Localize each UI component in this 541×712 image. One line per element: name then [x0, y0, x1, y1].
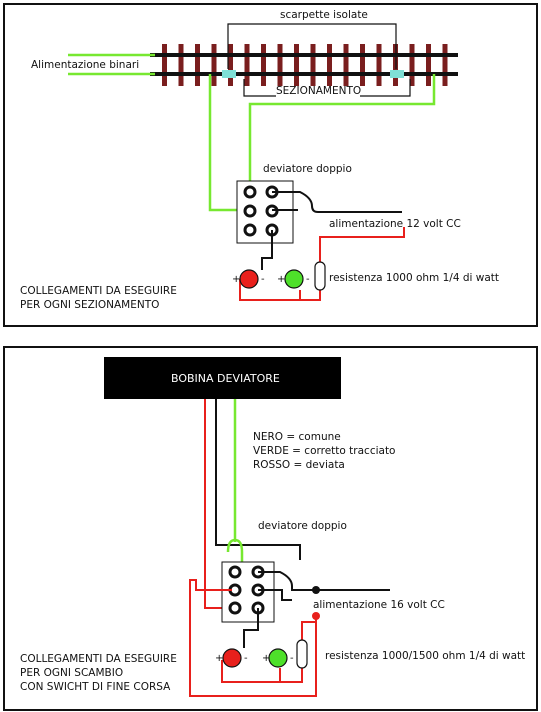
track-sleepers — [162, 44, 448, 86]
sleeper — [228, 44, 233, 86]
panel-sectioning — [3, 3, 538, 327]
wire-red-loop-2 — [189, 579, 317, 697]
section-label: SEZIONAMENTO — [276, 85, 361, 97]
caption-1-line1: COLLEGAMENTI DA ESEGUIRE — [20, 285, 177, 297]
sleeper — [178, 44, 184, 86]
led-green-1 — [284, 269, 304, 289]
insulated-joiners-bracket — [227, 23, 397, 69]
switch-pin — [243, 204, 257, 218]
wire-black-led-1 — [261, 230, 273, 270]
wire-black-power-2 — [258, 571, 390, 591]
sleeper — [360, 44, 365, 86]
caption-2-line2: PER OGNI SCAMBIO — [20, 667, 123, 679]
wire-red-power-1 — [319, 227, 405, 262]
wire-green-coil-bridge — [226, 538, 244, 570]
wire-green-track-left — [208, 74, 242, 212]
sleeper — [211, 44, 217, 86]
sleeper — [162, 44, 167, 86]
wire-red-power-2 — [301, 616, 317, 640]
sleeper — [327, 44, 332, 86]
led-green-plus-2: + — [262, 653, 270, 664]
sleeper — [244, 44, 250, 86]
section-bracket-right — [360, 79, 411, 97]
coil-label: BOBINA DEVIATORE — [171, 372, 280, 385]
caption-1-line2: PER OGNI SEZIONAMENTO — [20, 299, 159, 311]
switch-pin — [243, 223, 257, 237]
sleeper — [409, 44, 415, 86]
switch-pin — [228, 601, 242, 615]
led-red-plus-1: + — [232, 274, 240, 285]
switch-label-1: deviatore doppio — [263, 163, 352, 175]
sleeper — [442, 44, 448, 86]
switch-label-2: deviatore doppio — [258, 520, 347, 532]
sleeper — [294, 44, 299, 86]
sleeper — [277, 44, 283, 86]
sleeper — [343, 44, 349, 86]
insulator-left — [222, 70, 236, 78]
wire-black-led-2 — [243, 608, 259, 648]
power-label-2: alimentazione 16 volt CC — [313, 599, 445, 611]
resistor-label-1: resistenza 1000 ohm 1/4 di watt — [329, 272, 499, 284]
track-power-label: Alimentazione binari — [31, 59, 139, 71]
coil-box — [104, 357, 341, 399]
sleeper — [195, 44, 200, 86]
sleeper — [376, 44, 382, 86]
wire-black-coil — [215, 399, 301, 560]
led-green-minus-2: - — [290, 653, 294, 664]
resistor-label-2: resistenza 1000/1500 ohm 1/4 di watt — [325, 650, 525, 662]
led-red-plus-2: + — [215, 653, 223, 664]
wire-red-leds-2 — [221, 660, 303, 683]
led-red-1 — [239, 269, 259, 289]
led-red-minus-2: - — [244, 653, 248, 664]
legend-green: VERDE = corretto tracciato — [253, 445, 395, 457]
caption-2-line3: CON SWICHT DI FINE CORSA — [20, 681, 171, 693]
panel-turnout — [3, 346, 538, 711]
legend-red: ROSSO = deviata — [253, 459, 345, 471]
resistor-1 — [314, 261, 326, 291]
switch-pin — [243, 185, 257, 199]
insulated-joiners-label: scarpette isolate — [280, 9, 368, 21]
junction-black-2 — [312, 586, 320, 594]
wire-green-track-section — [248, 74, 436, 190]
sleeper — [310, 44, 316, 86]
caption-2-line1: COLLEGAMENTI DA ESEGUIRE — [20, 653, 177, 665]
wire-black-power-2b — [258, 589, 292, 601]
legend-black: NERO = comune — [253, 431, 341, 443]
led-green-plus-1: + — [277, 274, 285, 285]
led-red-minus-1: - — [261, 274, 265, 285]
led-green-minus-1: - — [306, 274, 310, 285]
sleeper — [426, 44, 431, 86]
led-red-2 — [222, 648, 242, 668]
wire-black-bridge-1 — [272, 191, 402, 213]
led-green-2 — [268, 648, 288, 668]
switch-pin — [228, 565, 242, 579]
sleeper — [261, 44, 266, 86]
section-bracket — [243, 79, 276, 97]
power-label-1: alimentazione 12 volt CC — [329, 218, 461, 230]
wire-red-leds-1 — [239, 279, 321, 301]
resistor-2 — [296, 639, 308, 669]
insulator-right — [390, 70, 404, 78]
